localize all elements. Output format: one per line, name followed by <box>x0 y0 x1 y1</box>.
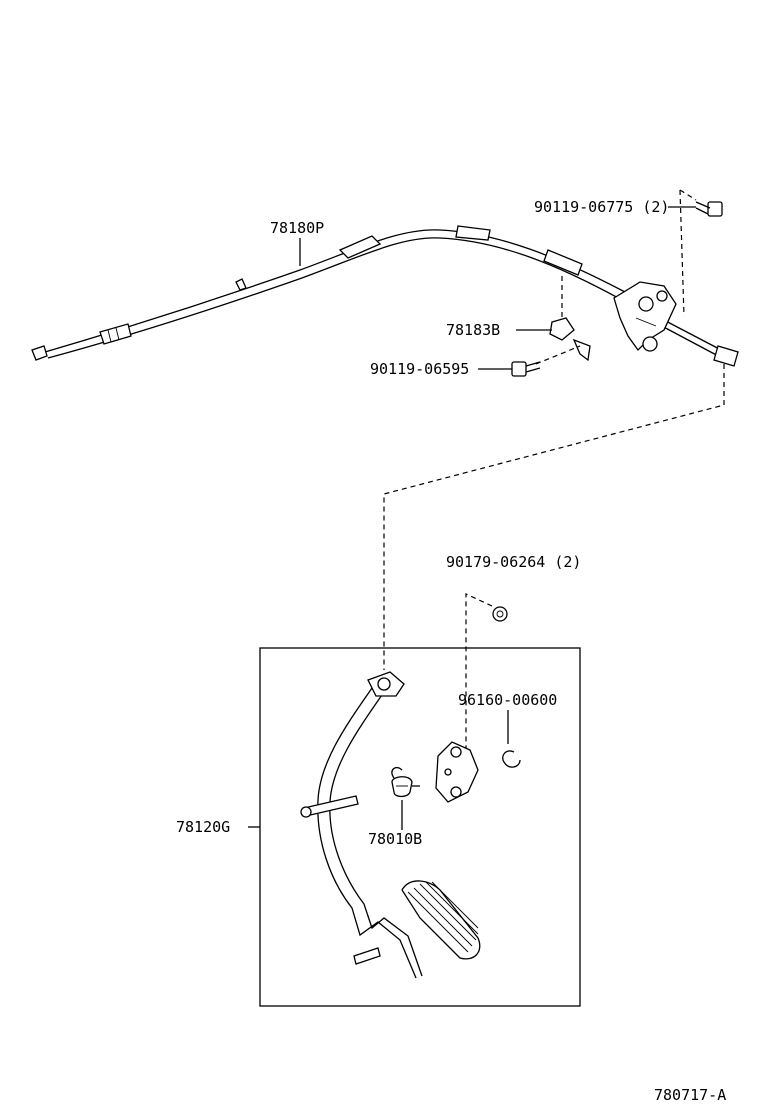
clip-96160-00600[interactable] <box>502 750 521 768</box>
nut-90179-06264[interactable] <box>492 606 508 622</box>
label-spring-78010B: 78010B <box>368 830 422 848</box>
spring-78010B[interactable] <box>391 766 420 798</box>
cable-bracket <box>613 281 677 352</box>
label-cable-78180P: 78180P <box>270 219 324 237</box>
accelerator-pedal-lever[interactable] <box>300 671 423 979</box>
clamp-78183B[interactable] <box>549 317 591 362</box>
pedal-bracket[interactable] <box>435 741 479 803</box>
label-pedal-78120G: 78120G <box>176 818 230 836</box>
figure-id: 780717-A <box>654 1086 726 1104</box>
label-clip-96160-00600: 96160-00600 <box>458 691 557 709</box>
bolt-90119-06775[interactable] <box>695 201 723 217</box>
label-clamp-78183B: 78183B <box>446 321 500 339</box>
label-nut-90179-06264: 90179-06264 (2) <box>446 553 581 571</box>
bolt-90119-06595[interactable] <box>511 361 541 377</box>
label-bolt-90119-06775: 90119-06775 (2) <box>534 198 669 216</box>
accelerator-cable[interactable] <box>31 225 739 367</box>
pedal-pad[interactable] <box>401 880 481 960</box>
label-bolt-90119-06595: 90119-06595 <box>370 360 469 378</box>
